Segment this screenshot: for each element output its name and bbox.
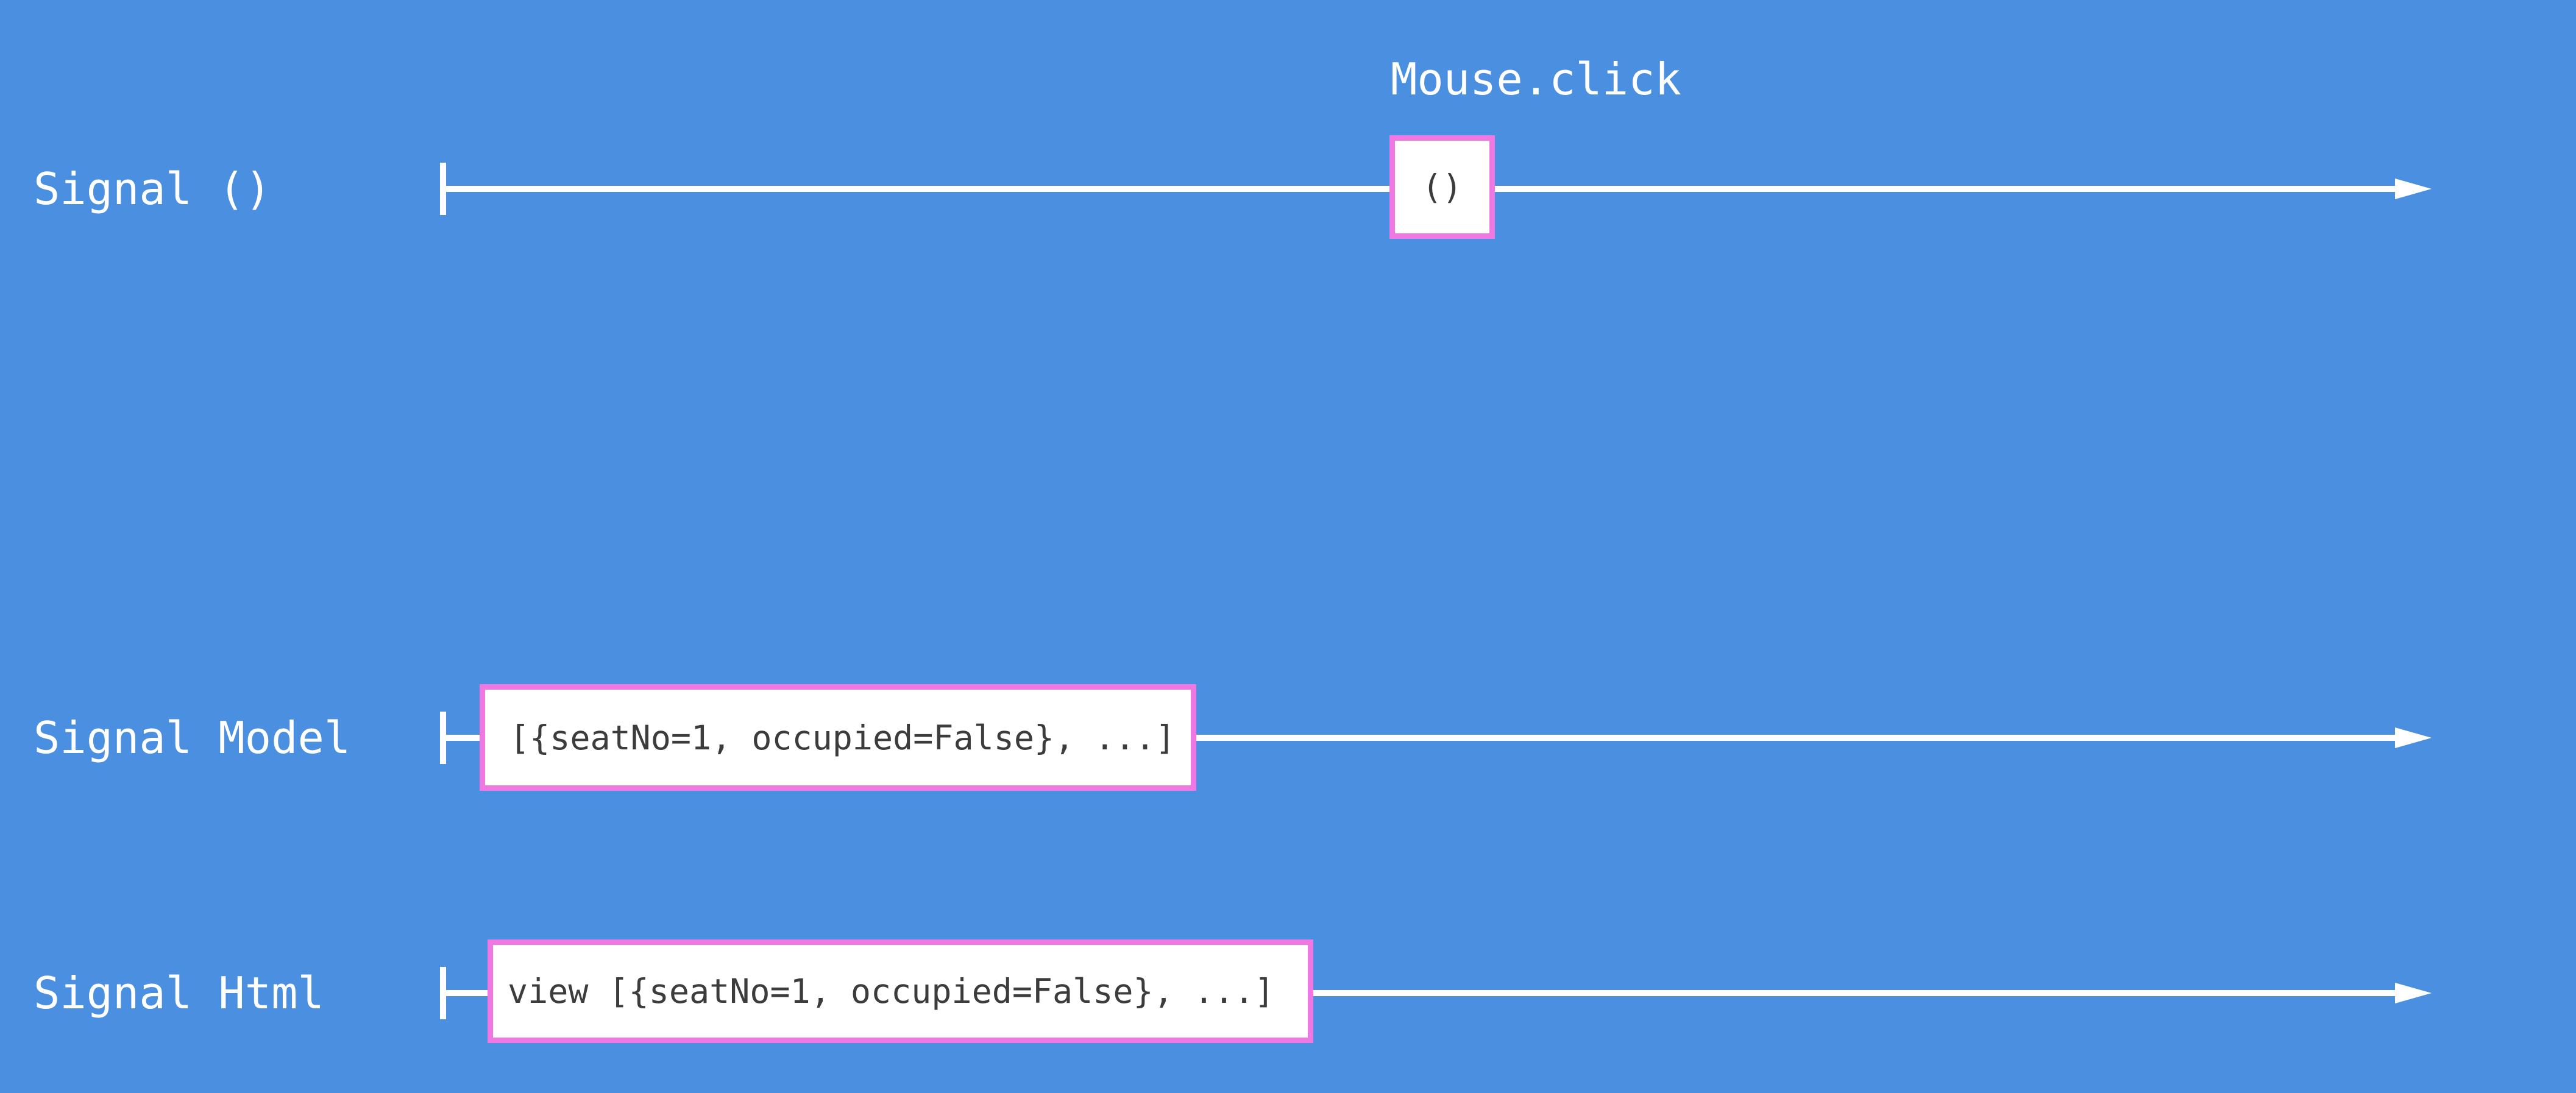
event-value: view [{seatNo=1, occupied=False}, ...]	[508, 972, 1275, 1011]
arrow-right-icon	[2395, 983, 2432, 1003]
event-box: ()	[1389, 135, 1495, 239]
event-value: ()	[1422, 168, 1463, 207]
arrow-right-icon	[2395, 179, 2432, 199]
event-value: [{seatNo=1, occupied=False}, ...]	[509, 718, 1176, 757]
event-annotation-label: Mouse.click	[1391, 54, 1681, 105]
signal-label: Signal ()	[34, 163, 272, 214]
event-box: view [{seatNo=1, occupied=False}, ...]	[488, 939, 1313, 1043]
signal-label: Signal Html	[34, 967, 324, 1019]
timeline-line	[440, 990, 2395, 996]
event-box: [{seatNo=1, occupied=False}, ...]	[480, 684, 1196, 791]
arrow-right-icon	[2395, 727, 2432, 748]
signal-label: Signal Model	[34, 712, 351, 763]
timeline-line	[440, 735, 2395, 741]
